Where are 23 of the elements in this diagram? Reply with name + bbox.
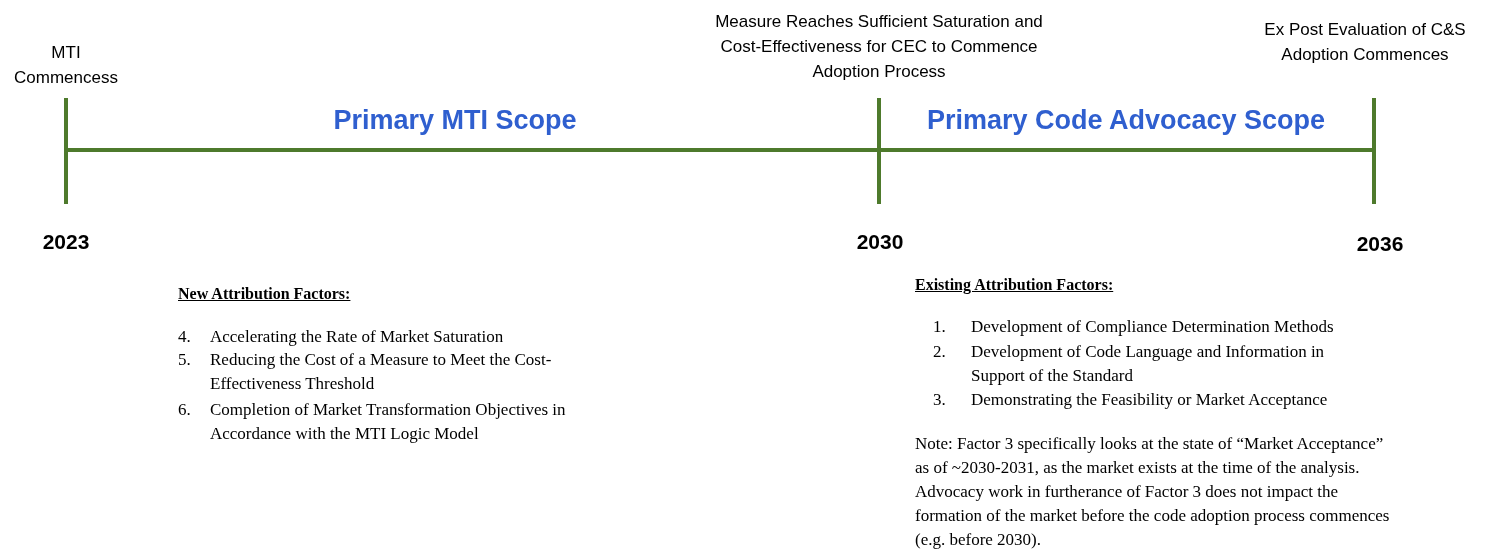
note-text: Note: Factor 3 specifically looks at the state of “Market Acceptance” as of ~2030-2031, as the market exists at the time of the analysis. Advocacy work in furtherance of Factor 3 does not impact the formation of the market before the code adoption process commences (e.g. before 2030).	[915, 433, 1391, 550]
list-item: Development of Code Language and Information in Support of the Standard	[971, 341, 1326, 387]
list-item: Demonstrating the Feasibility or Market Acceptance	[971, 389, 1328, 411]
scope-label: Primary Code Advocacy Scope	[926, 104, 1326, 137]
year-label: 2036	[1355, 231, 1405, 257]
year-label: 2030	[855, 229, 905, 255]
list-item: Accelerating the Rate of Market Saturation	[210, 326, 504, 348]
section-heading: Existing Attribution Factors:	[915, 275, 1114, 296]
year-label: 2023	[41, 229, 91, 255]
milestone-label: Measure Reaches Sufficient Saturation and Cost-Effectiveness for CEC to Commence Adoption Process	[714, 11, 1044, 83]
list-item: Reducing the Cost of a Measure to Meet the Cost-Effectiveness Threshold	[210, 349, 553, 395]
list-item: Development of Compliance Determination Methods	[971, 316, 1334, 338]
list-number: 3.	[933, 389, 946, 411]
list-item: Completion of Market Transformation Objectives in Accordance with the MTI Logic Model	[210, 399, 567, 445]
scope-label: Primary MTI Scope	[332, 104, 578, 137]
list-number: 6.	[178, 399, 191, 421]
milestone-label: MTI Commencess	[13, 42, 119, 89]
list-number: 1.	[933, 316, 946, 338]
list-number: 5.	[178, 349, 191, 371]
milestone-label: Ex Post Evaluation of C&S Adoption Commences	[1263, 19, 1467, 66]
section-heading: New Attribution Factors:	[178, 284, 351, 304]
list-number: 2.	[933, 341, 946, 363]
list-number: 4.	[178, 326, 191, 348]
